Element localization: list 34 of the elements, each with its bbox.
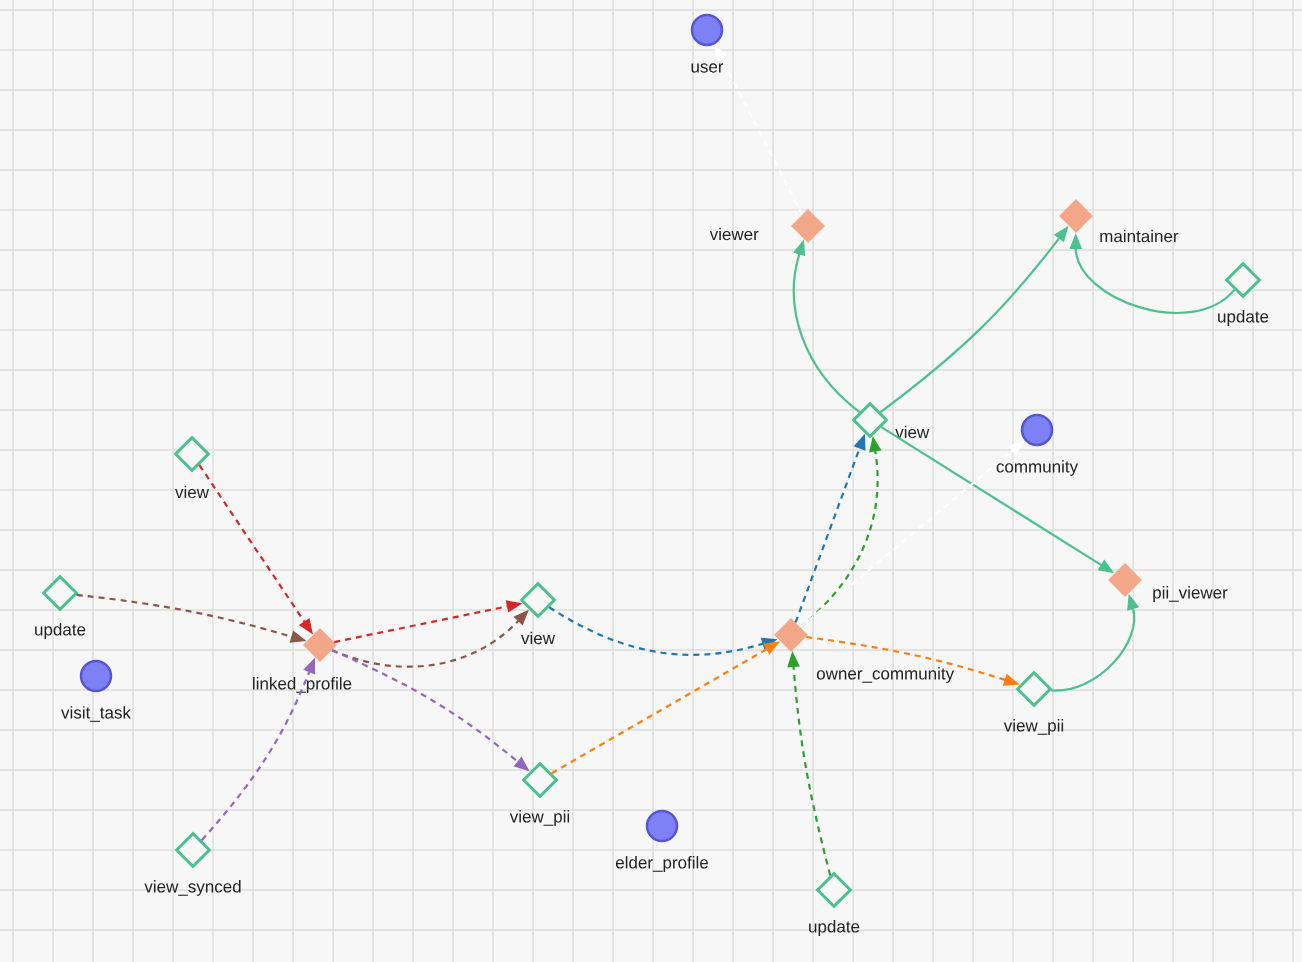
filled-diamond-node: pii_viewer bbox=[1108, 563, 1228, 602]
circle-node: user bbox=[690, 13, 724, 73]
node-label: visit_task bbox=[61, 706, 131, 722]
filled-diamond-node: maintainer bbox=[1059, 199, 1179, 243]
node-label: update bbox=[809, 920, 860, 936]
node-label: view bbox=[175, 485, 210, 499]
filled-diamond-node: viewer bbox=[709, 209, 825, 243]
node-label: viewer bbox=[709, 227, 759, 241]
outline-diamond-node: update bbox=[35, 574, 86, 639]
node-label: view bbox=[521, 631, 556, 645]
node-label: owner_community bbox=[816, 667, 955, 683]
outline-diamond-node: update bbox=[809, 871, 860, 936]
circle-node: visit_task bbox=[61, 659, 131, 722]
node-label: view bbox=[895, 425, 930, 439]
node-label: update bbox=[35, 623, 86, 639]
outline-diamond-node: view bbox=[851, 401, 930, 439]
node-label: maintainer bbox=[1100, 229, 1179, 243]
node-label: pii_viewer bbox=[1153, 586, 1228, 602]
filled-diamond-node: linked_profile bbox=[253, 628, 352, 693]
node-label: view_synced bbox=[144, 880, 241, 896]
outline-diamond-node: view_synced bbox=[144, 831, 241, 896]
node-label: view_pii bbox=[509, 810, 570, 826]
node-label: community bbox=[996, 460, 1079, 476]
node-label: update bbox=[1218, 310, 1269, 326]
circle-node: community bbox=[996, 413, 1079, 476]
outline-diamond-node: view_pii bbox=[1003, 670, 1064, 735]
outline-diamond-node: update bbox=[1218, 261, 1269, 326]
outline-diamond-node: view_pii bbox=[509, 761, 570, 826]
node-label: view_pii bbox=[1003, 719, 1064, 735]
filled-diamond-node: owner_community bbox=[774, 618, 955, 683]
circle-node: elder_profile bbox=[615, 809, 708, 872]
node-label: elder_profile bbox=[615, 856, 709, 872]
node-label: user bbox=[691, 63, 724, 73]
node-label: linked_profile bbox=[253, 677, 352, 693]
